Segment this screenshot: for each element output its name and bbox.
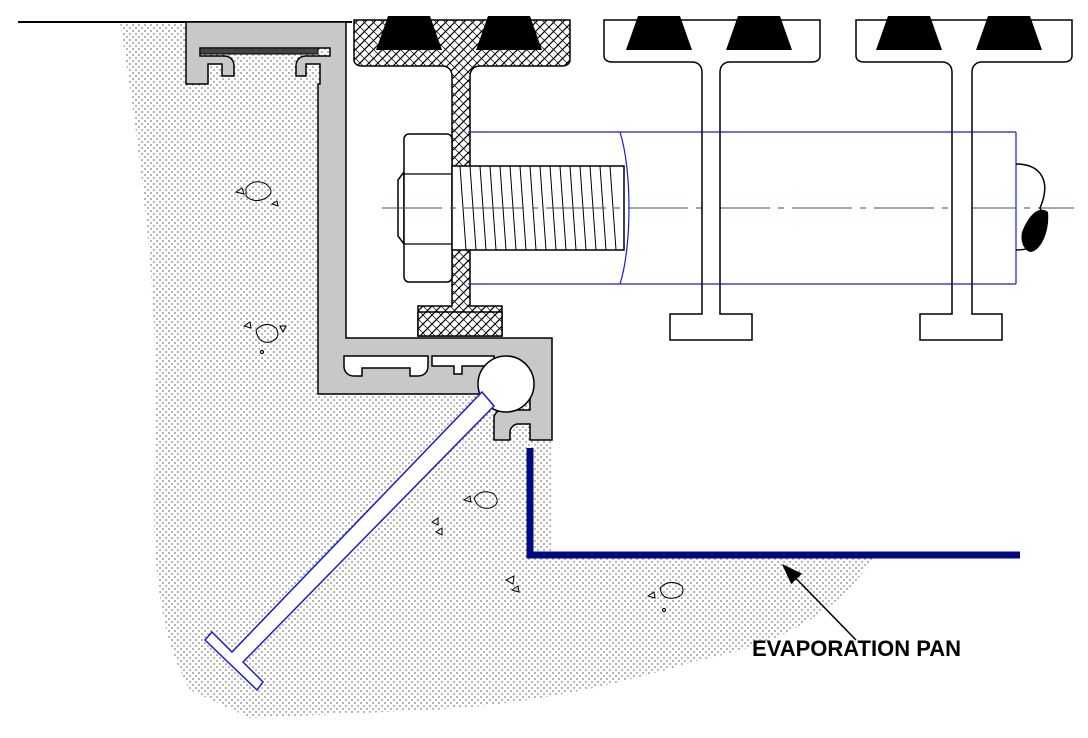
bearing-pad <box>417 311 503 337</box>
center-rail-beam-2 <box>855 16 1073 341</box>
label-leader-arrow <box>781 563 857 641</box>
evaporation-pan <box>526 448 1020 559</box>
center-rail-beam-1 <box>603 16 821 341</box>
anchor-frame-profile <box>185 21 553 441</box>
aggregate-stones <box>234 181 684 613</box>
support-bar-assembly <box>382 131 1074 285</box>
evaporation-pan-label: EVAPORATION PAN <box>752 636 961 661</box>
anchor-rod <box>203 390 496 692</box>
